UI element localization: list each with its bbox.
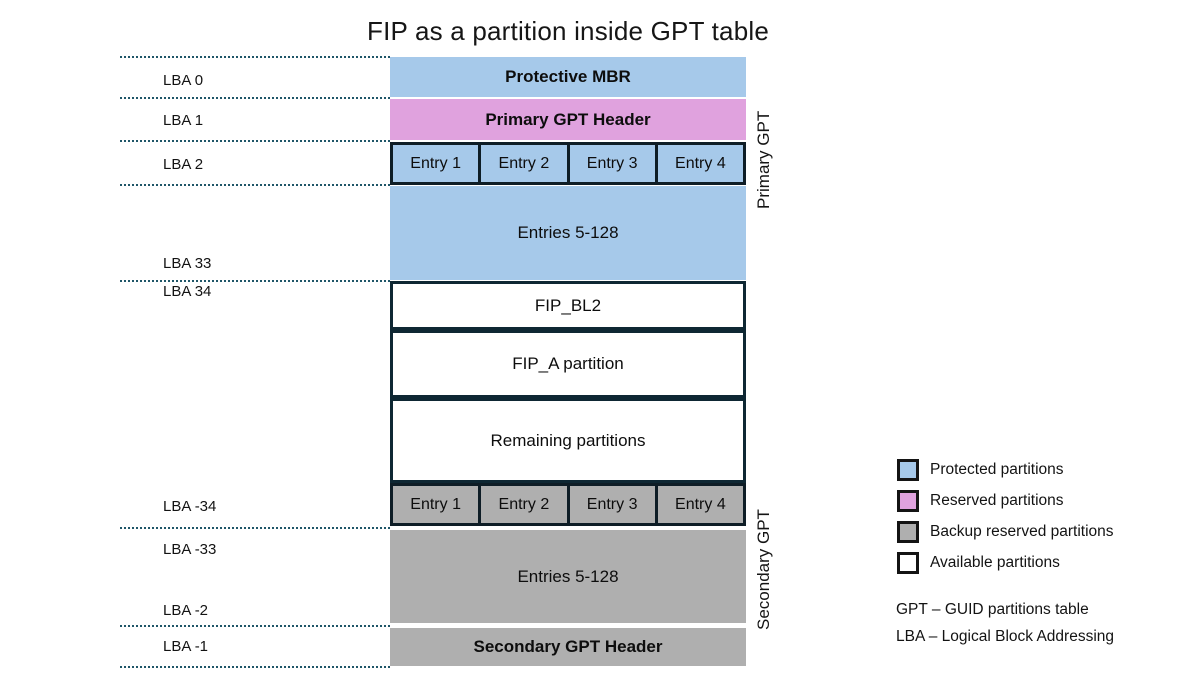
- legend-label: Reserved partitions: [930, 492, 1064, 509]
- dotted-line: [120, 56, 390, 58]
- block-remaining-partitions: Remaining partitions: [390, 398, 746, 483]
- legend-item-protected: Protected partitions: [897, 459, 1114, 481]
- legend-label: Available partitions: [930, 554, 1060, 571]
- lba-label-33: LBA 33: [163, 255, 212, 272]
- dotted-line: [120, 97, 390, 99]
- reserved-color-swatch: [897, 490, 919, 512]
- primary-entry-3: Entry 3: [566, 145, 655, 182]
- legend-label: Backup reserved partitions: [930, 523, 1114, 540]
- lba-label-neg34: LBA -34: [163, 498, 217, 515]
- secondary-entry-row: Entry 1 Entry 2 Entry 3 Entry 4: [390, 483, 746, 526]
- lba-label-0: LBA 0: [163, 72, 204, 89]
- block-primary-gpt-header: Primary GPT Header: [390, 99, 746, 140]
- dotted-line: [120, 625, 390, 627]
- block-secondary-gpt-header: Secondary GPT Header: [390, 628, 746, 666]
- available-color-swatch: [897, 552, 919, 574]
- note-lba: LBA – Logical Block Addressing: [896, 628, 1114, 645]
- dotted-line: [120, 527, 390, 529]
- lba-label-neg2: LBA -2: [163, 602, 209, 619]
- dotted-line: [120, 666, 390, 668]
- block-secondary-entries-rest: Entries 5-128: [390, 530, 746, 623]
- secondary-entry-1: Entry 1: [393, 486, 479, 523]
- primary-entry-2: Entry 2: [478, 145, 567, 182]
- legend-label: Protected partitions: [930, 461, 1064, 478]
- dotted-line: [120, 184, 390, 186]
- secondary-entry-3: Entry 3: [566, 486, 655, 523]
- note-gpt: GPT – GUID partitions table: [896, 601, 1089, 618]
- block-protective-mbr: Protective MBR: [390, 57, 746, 97]
- lba-label-neg33: LBA -33: [163, 541, 217, 558]
- block-fip-a-partition: FIP_A partition: [390, 330, 746, 398]
- legend: Protected partitions Reserved partitions…: [897, 459, 1114, 574]
- primary-entry-4: Entry 4: [654, 145, 743, 182]
- secondary-gpt-side-label: Secondary GPT: [754, 509, 773, 631]
- dotted-line: [120, 140, 390, 142]
- primary-gpt-side-label: Primary GPT: [754, 110, 773, 210]
- secondary-entry-4: Entry 4: [654, 486, 743, 523]
- lba-label-1: LBA 1: [163, 112, 204, 129]
- legend-item-reserved: Reserved partitions: [897, 490, 1114, 512]
- diagram-title: FIP as a partition inside GPT table: [366, 16, 770, 46]
- dotted-line: [120, 280, 390, 282]
- primary-entry-1: Entry 1: [393, 145, 479, 182]
- block-primary-entries-rest: Entries 5-128: [390, 186, 746, 280]
- lba-label-34: LBA 34: [163, 283, 212, 300]
- lba-label-neg1: LBA -1: [163, 638, 209, 655]
- legend-item-available: Available partitions: [897, 552, 1114, 574]
- lba-label-2: LBA 2: [163, 156, 204, 173]
- primary-entry-row: Entry 1 Entry 2 Entry 3 Entry 4: [390, 142, 746, 185]
- block-fip-bl2: FIP_BL2: [390, 281, 746, 330]
- legend-item-backup: Backup reserved partitions: [897, 521, 1114, 543]
- secondary-entry-2: Entry 2: [478, 486, 567, 523]
- backup-color-swatch: [897, 521, 919, 543]
- protected-color-swatch: [897, 459, 919, 481]
